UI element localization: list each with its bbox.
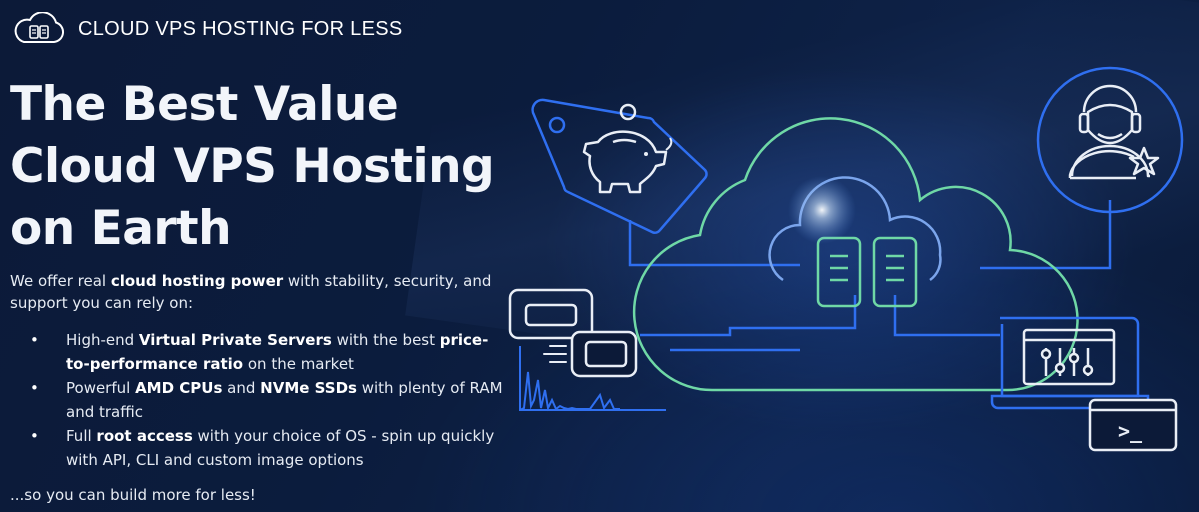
headline-line-2: Cloud VPS Hosting xyxy=(10,139,495,194)
terminal-icon: >_ xyxy=(1088,398,1178,452)
brand[interactable]: CLOUD VPS HOSTING FOR LESS xyxy=(10,12,403,46)
page-title: The Best Value Cloud VPS Hosting on Eart… xyxy=(10,74,530,260)
feature-strong: NVMe SSDs xyxy=(260,379,357,397)
headline-line-3: on Earth xyxy=(10,201,232,256)
cloud-servers-icon xyxy=(816,236,918,308)
feature-item: Full root access with your choice of OS … xyxy=(30,424,510,472)
monitoring-chart-icon xyxy=(508,288,666,412)
feature-text: with plenty of RAM and traffic xyxy=(66,379,503,421)
feature-strong: Virtual Private Servers xyxy=(138,331,332,349)
cloud-server-icon xyxy=(14,12,65,43)
light-glow xyxy=(788,176,856,244)
feature-text: and xyxy=(222,379,261,397)
feature-strong: price-to-performance ratio xyxy=(66,331,489,373)
outro-text: ...so you can build more for less! xyxy=(10,486,256,504)
inner-cloud xyxy=(768,176,942,282)
intro-text: We offer real cloud hosting power with s… xyxy=(10,270,510,314)
feature-text: Powerful xyxy=(66,379,136,397)
feature-text: with your choice of OS - spin up quickly… xyxy=(66,427,495,469)
feature-text: with the best xyxy=(331,331,440,349)
cloud-outline xyxy=(632,117,1079,392)
feature-strong: AMD CPUs xyxy=(135,379,223,397)
intro-after: with stability, security, and support yo… xyxy=(10,272,492,312)
laptop-settings-icon xyxy=(990,316,1150,410)
feature-text: Full xyxy=(66,427,97,445)
intro-strong: cloud hosting power xyxy=(110,272,284,290)
intro-before: We offer real xyxy=(10,272,111,290)
hosting-illustration: >_ xyxy=(508,66,1184,452)
headline-line-1: The Best Value xyxy=(10,77,399,132)
feature-strong: root access xyxy=(96,427,193,445)
brand-name: CLOUD VPS HOSTING FOR LESS xyxy=(78,17,403,40)
price-tag-piggy-bank-icon xyxy=(531,98,708,234)
feature-item: High-end Virtual Private Servers with th… xyxy=(30,328,510,376)
feature-item: Powerful AMD CPUs and NVMe SSDs with ple… xyxy=(30,376,510,424)
connector-lines xyxy=(628,200,1112,352)
terminal-prompt: >_ xyxy=(1118,419,1143,443)
feature-text: on the market xyxy=(243,355,354,373)
feature-text: High-end xyxy=(66,331,139,349)
support-agent-icon xyxy=(1036,66,1184,214)
feature-list: High-end Virtual Private Servers with th… xyxy=(30,328,510,472)
